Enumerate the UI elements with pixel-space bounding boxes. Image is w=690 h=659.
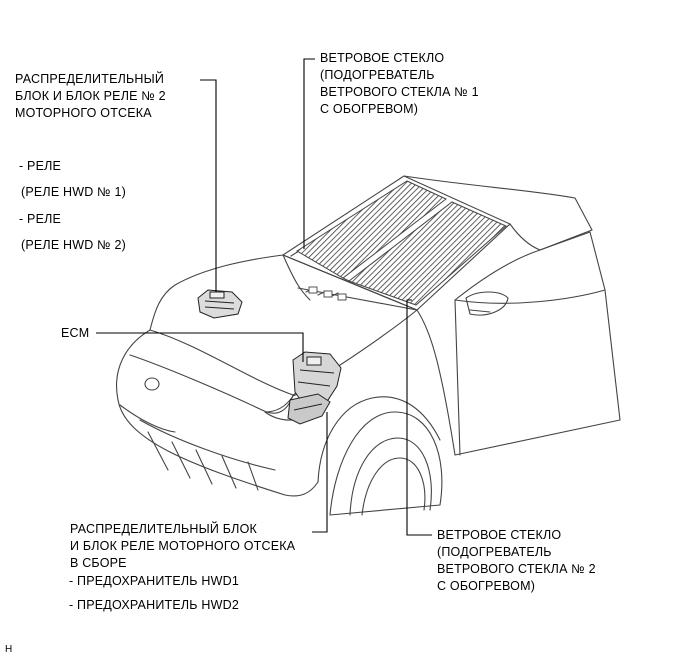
relay-2-label: - РЕЛЕ (19, 212, 62, 226)
front-fender (317, 396, 441, 483)
leader-ecm (96, 332, 304, 362)
fuse-hwd2-label: - ПРЕДОХРАНИТЕЛЬ HWD2 (69, 598, 239, 612)
windshield-1-label: ВЕТРОВОЕ СТЕКЛО (ПОДОГРЕВАТЕЛЬ ВЕТРОВОГО… (320, 50, 479, 118)
label-line: (ПОДОГРЕВАТЕЛЬ (437, 545, 552, 559)
front-wheel (329, 411, 443, 516)
leader-relay-block (200, 79, 217, 292)
label-line: (ПОДОГРЕВАТЕЛЬ (320, 68, 435, 82)
relay-2-name-label: (РЕЛЕ HWD № 2) (21, 238, 126, 252)
leader-windshield-2 (406, 299, 432, 536)
wiper-cowl (297, 287, 418, 311)
engine-room-relay-block (197, 289, 243, 319)
body-side (416, 309, 621, 456)
side-mirror (465, 291, 509, 316)
emblem (144, 377, 160, 391)
relay-1-name-label: (РЕЛЕ HWD № 1) (21, 185, 126, 199)
label-line: ВЕТРОВОЕ СТЕКЛО (320, 51, 445, 65)
relay-1-label: - РЕЛЕ (19, 159, 62, 173)
windshield-heater-1 (296, 180, 447, 279)
label-line: ВЕТРОВОГО СТЕКЛА № 1 (320, 85, 479, 99)
label-line: ВЕТРОВОЕ СТЕКЛО (437, 528, 562, 542)
label-line: ВЕТРОВОГО СТЕКЛА № 2 (437, 562, 596, 576)
grille-upper (129, 354, 294, 414)
ecm-label: ECM (61, 326, 90, 340)
engine-room-relay-block-label: РАСПРЕДЕЛИТЕЛЬНЫЙ БЛОК И БЛОК РЕЛЕ № 2 М… (15, 71, 166, 122)
label-line: МОТОРНОГО ОТСЕКА (15, 106, 152, 120)
door-line (454, 299, 461, 456)
roof-line (403, 175, 593, 231)
front-bumper (116, 329, 319, 497)
windshield-heater-2 (347, 201, 507, 306)
grille-lower (139, 419, 276, 471)
label-line: РАСПРЕДЕЛИТЕЛЬНЫЙ (15, 72, 165, 86)
fuse-hwd1-label: - ПРЕДОХРАНИТЕЛЬ HWD1 (69, 574, 239, 588)
label-line: РАСПРЕДЕЛИТЕЛЬНЫЙ БЛОК (70, 522, 257, 536)
leader-windshield-1 (303, 58, 315, 249)
label-line: БЛОК И БЛОК РЕЛЕ № 2 (15, 89, 166, 103)
windshield-2-label: ВЕТРОВОЕ СТЕКЛО (ПОДОГРЕВАТЕЛЬ ВЕТРОВОГО… (437, 527, 596, 595)
windshield-connectors (308, 286, 347, 301)
junction-block (287, 393, 331, 425)
label-line: В СБОРЕ (70, 556, 127, 570)
label-line: С ОБОГРЕВОМ) (437, 579, 536, 593)
junction-block-label: РАСПРЕДЕЛИТЕЛЬНЫЙ БЛОК И БЛОК РЕЛЕ МОТОР… (70, 521, 295, 572)
label-line: И БЛОК РЕЛЕ МОТОРНОГО ОТСЕКА (70, 539, 296, 553)
leader-junction-block (312, 412, 328, 533)
label-line: С ОБОГРЕВОМ) (320, 102, 419, 116)
figure-code: H (5, 644, 13, 655)
ecm-module (292, 351, 342, 406)
